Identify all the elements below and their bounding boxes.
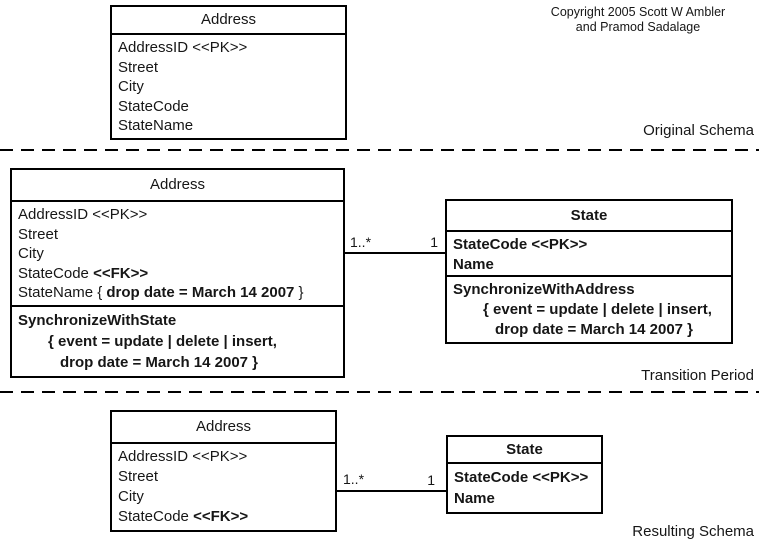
attribute-row: StateCode <<PK>>	[453, 236, 588, 253]
multiplicity-many: 1..*	[350, 234, 372, 250]
attr-text: StateCode	[118, 508, 194, 525]
attribute-row: StateName { drop date = March 14 2007 }	[18, 283, 341, 303]
section-label-resulting: Resulting Schema	[632, 523, 754, 540]
state-table-transition: State StateCode <<PK>> Name SynchronizeW…	[445, 199, 733, 344]
attr-stereotype: <<FK>>	[193, 508, 249, 525]
table-title: Address	[12, 170, 343, 202]
trigger-name: SynchronizeWithState	[18, 312, 177, 329]
trigger-line: drop date = March 14 2007 }	[495, 321, 694, 338]
attr-text: City	[118, 488, 144, 505]
attribute-row: AddressID <<PK>>	[18, 205, 341, 225]
section-label-original: Original Schema	[643, 122, 754, 139]
attr-annotation: drop date = March 14 2007	[106, 284, 295, 301]
attribute-row: City	[118, 487, 333, 507]
table-title: Address	[112, 7, 345, 35]
multiplicity-one: 1	[427, 472, 435, 488]
association-line-transition	[345, 252, 445, 254]
multiplicity-many: 1..*	[343, 471, 365, 487]
copyright-line1: Copyright 2005 Scott W Ambler	[550, 5, 726, 19]
trigger-compartment: SynchronizeWithAddress { event = update …	[447, 277, 731, 342]
attribute-row: City	[18, 244, 341, 264]
attr-text: }	[294, 284, 304, 301]
attribute-row: City	[118, 78, 144, 95]
attr-text: AddressID <<PK>>	[118, 448, 248, 465]
multiplicity-one: 1	[430, 234, 438, 250]
attribute-row: Street	[18, 225, 341, 245]
attribute-row: Street	[118, 467, 333, 487]
association-line-resulting	[337, 490, 446, 492]
attribute-row: StateCode	[118, 97, 189, 115]
attribute-row: Name	[453, 256, 494, 273]
attr-stereotype: <<FK>>	[93, 264, 149, 282]
trigger-compartment: SynchronizeWithState { event = update | …	[12, 307, 343, 376]
attr-text: StateName {	[18, 284, 107, 301]
section-divider-original	[0, 149, 759, 151]
attr-text: StateCode	[18, 264, 94, 282]
section-label-transition: Transition Period	[641, 367, 754, 384]
attribute-compartment: AddressID <<PK>> Street City StateCode S…	[112, 35, 345, 138]
table-title: State	[447, 201, 731, 232]
attribute-row: StateCode <<FK>>	[118, 507, 333, 527]
attr-text: Street	[18, 225, 59, 243]
attribute-row: StateName	[118, 117, 194, 134]
attribute-row: Name	[454, 490, 495, 507]
attribute-compartment: StateCode <<PK>> Name	[448, 464, 601, 512]
attribute-row: Street	[118, 58, 159, 76]
attribute-compartment: AddressID <<PK>> Street City StateCode <…	[12, 202, 343, 307]
attribute-row: AddressID <<PK>>	[118, 39, 248, 56]
trigger-line: drop date = March 14 2007 }	[60, 354, 259, 371]
address-table-original: Address AddressID <<PK>> Street City Sta…	[110, 5, 347, 140]
copyright-notice: Copyright 2005 Scott W Ambler and Pramod…	[523, 5, 753, 34]
attribute-row: StateCode <<PK>>	[454, 469, 589, 486]
attr-text: Street	[118, 468, 159, 485]
address-table-resulting: Address AddressID <<PK>> Street City Sta…	[110, 410, 337, 532]
attr-text: City	[18, 245, 44, 262]
attribute-compartment: StateCode <<PK>> Name	[447, 232, 731, 277]
attribute-row: AddressID <<PK>>	[118, 447, 333, 467]
trigger-line: { event = update | delete | insert,	[48, 333, 277, 350]
copyright-line2: and Pramod Sadalage	[575, 19, 701, 34]
table-title: Address	[112, 412, 335, 444]
section-divider-transition	[0, 391, 759, 393]
trigger-line: { event = update | delete | insert,	[483, 301, 712, 318]
attribute-compartment: AddressID <<PK>> Street City StateCode <…	[112, 444, 335, 530]
table-title: State	[448, 437, 601, 464]
attribute-row: StateCode <<FK>>	[18, 264, 341, 284]
address-table-transition: Address AddressID <<PK>> Street City Sta…	[10, 168, 345, 378]
attr-text: AddressID <<PK>>	[18, 206, 148, 223]
state-table-resulting: State StateCode <<PK>> Name	[446, 435, 603, 514]
trigger-name: SynchronizeWithAddress	[453, 281, 635, 298]
